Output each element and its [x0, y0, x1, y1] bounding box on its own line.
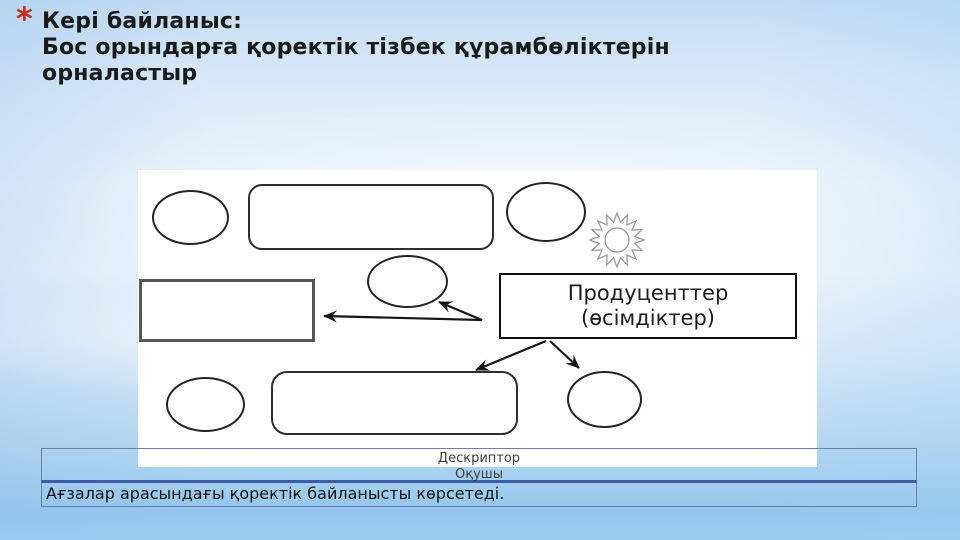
sun-icon: [588, 211, 646, 269]
ellipse-middle: [367, 255, 448, 308]
descriptor-header-row: Дескриптор Оқушы: [41, 448, 917, 483]
ellipse-top-left: [152, 190, 229, 245]
arrow-to-ellipse-middle: [438, 300, 483, 322]
arrow-to-rect-left: [323, 310, 483, 323]
arrow-to-ellipse-bottom-right: [549, 340, 580, 369]
ellipse-bottom-right: [567, 371, 642, 428]
ellipse-top-right: [506, 182, 586, 242]
producers-box: Продуценттер (өсімдіктер): [499, 273, 797, 339]
descriptor-criteria-row: Ағзалар арасындағы қоректік байланысты к…: [41, 483, 917, 507]
arrow-to-rounded-rect-bottom: [475, 339, 547, 372]
descriptor-table: Дескриптор Оқушы Ағзалар арасындағы қоре…: [41, 448, 917, 507]
rounded-rect-bottom: [271, 371, 518, 435]
rounded-rect-top: [248, 184, 494, 250]
bullet-asterisk-icon: *: [16, 0, 33, 38]
slide-title: Кері байланыс: Бос орындарға қоректік ті…: [42, 9, 670, 86]
diagram-image: Продуценттер (өсімдіктер): [138, 170, 817, 467]
rect-left: [139, 279, 315, 342]
ellipse-bottom-left: [166, 377, 245, 432]
